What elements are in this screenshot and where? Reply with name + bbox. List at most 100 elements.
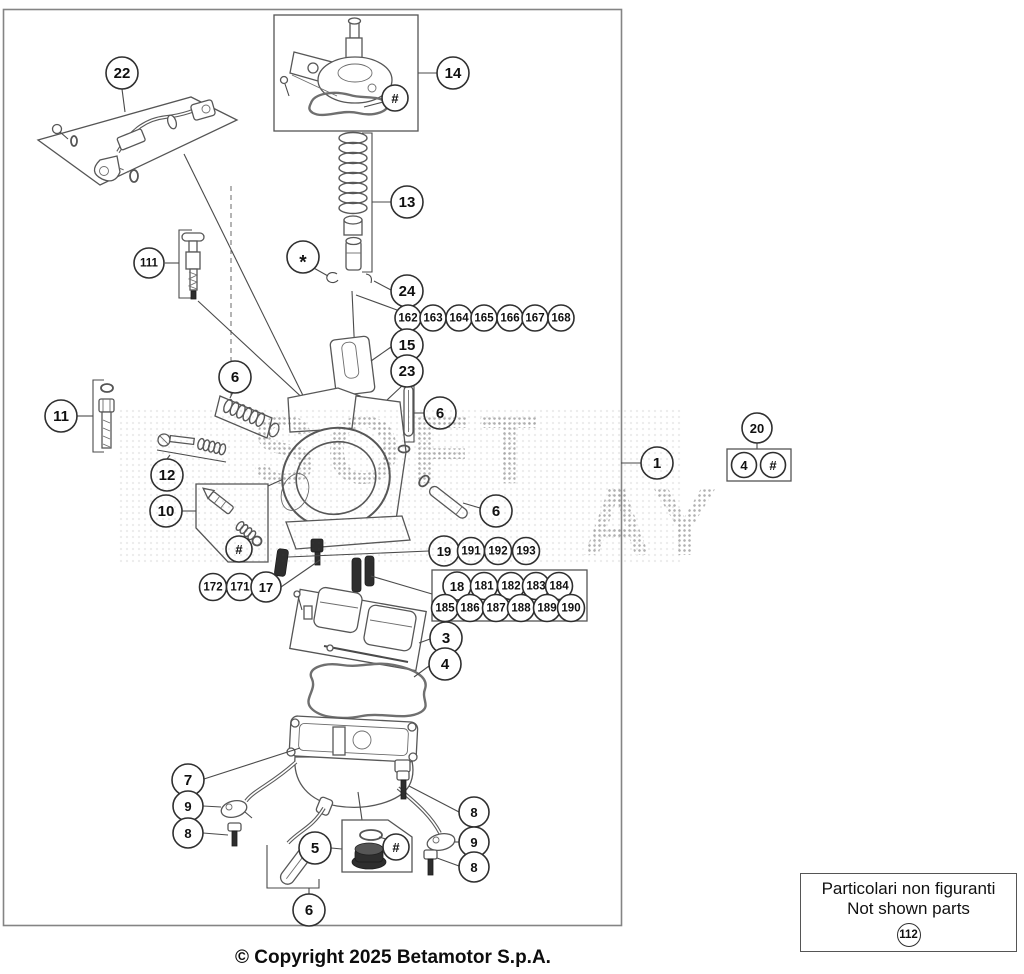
- callout-1[interactable]: 1: [640, 446, 674, 480]
- svg-text:185: 185: [435, 603, 455, 615]
- callout-192[interactable]: 192: [483, 536, 513, 566]
- slide-spring-drawing: [338, 131, 391, 273]
- callout-162[interactable]: 162: [394, 304, 422, 332]
- svg-text:22: 22: [114, 65, 131, 82]
- svg-text:183: 183: [526, 581, 545, 593]
- svg-text:*: *: [299, 253, 307, 274]
- callout-6[interactable]: 6: [479, 494, 513, 528]
- callout-164[interactable]: 164: [445, 304, 473, 332]
- svg-text:18: 18: [450, 579, 464, 594]
- callout-193[interactable]: 193: [511, 536, 541, 566]
- callout-6[interactable]: 6: [423, 396, 457, 430]
- callout-187[interactable]: 187: [481, 593, 511, 623]
- callout-168[interactable]: 168: [547, 304, 575, 332]
- callout-6[interactable]: 6: [292, 893, 326, 927]
- callout-112[interactable]: 112: [896, 923, 921, 947]
- float-assembly-drawing: [289, 586, 431, 672]
- callout-4[interactable]: 4: [730, 451, 758, 479]
- callout-190[interactable]: 190: [556, 593, 586, 623]
- callout-167[interactable]: 167: [521, 304, 549, 332]
- callout-163[interactable]: 163: [419, 304, 447, 332]
- svg-text:164: 164: [449, 313, 469, 325]
- svg-text:189: 189: [537, 603, 556, 615]
- callout-5[interactable]: 5: [298, 831, 332, 865]
- callout-9[interactable]: 9: [458, 826, 490, 858]
- svg-text:12: 12: [159, 467, 176, 484]
- callout-22[interactable]: 22: [105, 56, 139, 90]
- svg-text:188: 188: [511, 603, 531, 615]
- svg-text:17: 17: [259, 580, 273, 595]
- svg-text:166: 166: [500, 313, 519, 325]
- svg-text:4: 4: [441, 656, 450, 673]
- callout-24[interactable]: 24: [390, 274, 424, 308]
- svg-text:10: 10: [158, 503, 175, 520]
- callout-17[interactable]: 17: [250, 571, 282, 603]
- callout-hash[interactable]: #: [759, 451, 787, 479]
- copyright-text: © Copyright 2025 Betamotor S.p.A.: [235, 947, 551, 968]
- callout-6[interactable]: 6: [218, 360, 252, 394]
- callout-20[interactable]: 20: [741, 412, 773, 444]
- callout-191[interactable]: 191: [456, 536, 486, 566]
- callout-172[interactable]: 172: [198, 572, 228, 602]
- callout-hash[interactable]: #: [382, 833, 410, 861]
- cap-gasket-drawing: [308, 91, 389, 117]
- svg-text:165: 165: [474, 313, 494, 325]
- callout-hash[interactable]: #: [381, 84, 409, 112]
- svg-text:8: 8: [470, 805, 477, 820]
- callout-185[interactable]: 185: [430, 593, 460, 623]
- callout-8[interactable]: 8: [458, 796, 490, 828]
- svg-text:9: 9: [184, 799, 191, 814]
- callout-171[interactable]: 171: [225, 572, 255, 602]
- callout-11[interactable]: 11: [44, 399, 78, 433]
- callout-9[interactable]: 9: [172, 790, 204, 822]
- callout-hash[interactable]: #: [225, 535, 253, 563]
- callout-7[interactable]: 7: [171, 763, 205, 797]
- svg-text:182: 182: [501, 581, 520, 593]
- svg-text:184: 184: [549, 581, 569, 593]
- spring-6-drawing: [214, 391, 280, 439]
- drain-plug-box: [330, 819, 413, 873]
- pin-6-drawing: [418, 474, 481, 519]
- svg-text:24: 24: [399, 283, 416, 300]
- assembly-callout-links: [621, 443, 792, 482]
- callout-4[interactable]: 4: [428, 647, 462, 681]
- svg-text:168: 168: [551, 313, 571, 325]
- svg-text:163: 163: [423, 313, 442, 325]
- svg-text:#: #: [392, 840, 400, 855]
- callout-10[interactable]: 10: [149, 494, 183, 528]
- svg-text:#: #: [769, 458, 777, 473]
- callout-189[interactable]: 189: [532, 593, 562, 623]
- callout-18[interactable]: 18: [442, 571, 472, 601]
- svg-text:11: 11: [53, 408, 69, 425]
- callout-111[interactable]: 111: [133, 247, 165, 279]
- callout-186[interactable]: 186: [455, 593, 485, 623]
- callout-14[interactable]: 14: [436, 56, 470, 90]
- callout-star[interactable]: *: [286, 240, 320, 274]
- svg-text:181: 181: [474, 581, 494, 593]
- svg-text:14: 14: [445, 65, 462, 82]
- legend-title-english: Not shown parts: [847, 899, 970, 918]
- cap-assembly-box: [273, 14, 437, 132]
- idle-screw-drawing: [156, 433, 227, 463]
- callout-8[interactable]: 8: [458, 851, 490, 883]
- callout-166[interactable]: 166: [496, 304, 524, 332]
- svg-text:187: 187: [486, 603, 505, 615]
- air-screw-drawing: [77, 379, 115, 453]
- svg-text:6: 6: [231, 369, 239, 386]
- callout-12[interactable]: 12: [150, 458, 184, 492]
- svg-text:111: 111: [140, 258, 159, 270]
- svg-text:4: 4: [740, 458, 748, 473]
- svg-text:#: #: [391, 91, 399, 106]
- callout-184[interactable]: 184: [544, 571, 574, 601]
- float-valve-box: [182, 447, 353, 563]
- callout-182[interactable]: 182: [496, 571, 526, 601]
- callout-13[interactable]: 13: [390, 185, 424, 219]
- callout-19[interactable]: 19: [428, 535, 460, 567]
- callout-8[interactable]: 8: [172, 817, 204, 849]
- callout-188[interactable]: 188: [506, 593, 536, 623]
- svg-text:3: 3: [442, 630, 450, 647]
- callout-23[interactable]: 23: [390, 354, 424, 388]
- callout-165[interactable]: 165: [470, 304, 498, 332]
